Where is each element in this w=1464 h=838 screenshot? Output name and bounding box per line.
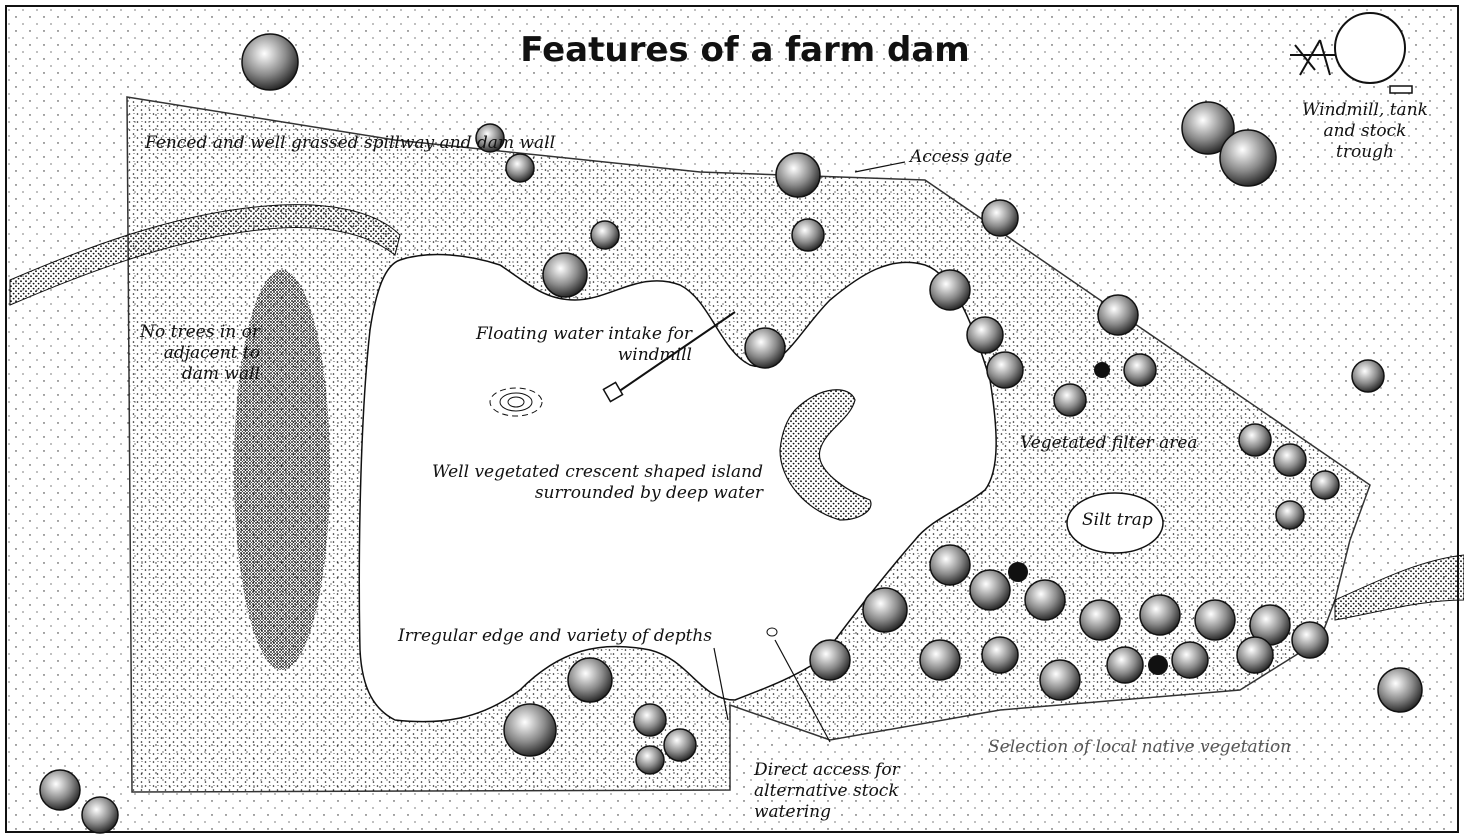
label-direct-access: Direct access for alternative stock wate… bbox=[754, 760, 929, 823]
label-spillway: Fenced and well grassed spillway and dam… bbox=[145, 133, 395, 154]
label-intake: Floating water intake for windmill bbox=[472, 324, 692, 366]
label-access-gate: Access gate bbox=[910, 147, 1012, 168]
trough-icon bbox=[1390, 86, 1412, 93]
label-windmill: Windmill, tank and stock trough bbox=[1300, 100, 1430, 163]
page-title: Features of a farm dam bbox=[0, 30, 1464, 70]
label-silt-trap: Silt trap bbox=[1082, 510, 1153, 531]
label-filter: Vegetated filter area bbox=[1020, 433, 1198, 454]
label-irregular-edge: Irregular edge and variety of depths bbox=[398, 626, 712, 647]
label-native-veg: Selection of local native vegetation bbox=[988, 737, 1291, 758]
label-island: Well vegetated crescent shaped island su… bbox=[428, 462, 763, 504]
label-no-trees: No trees in or adjacent to dam wall bbox=[140, 322, 260, 385]
